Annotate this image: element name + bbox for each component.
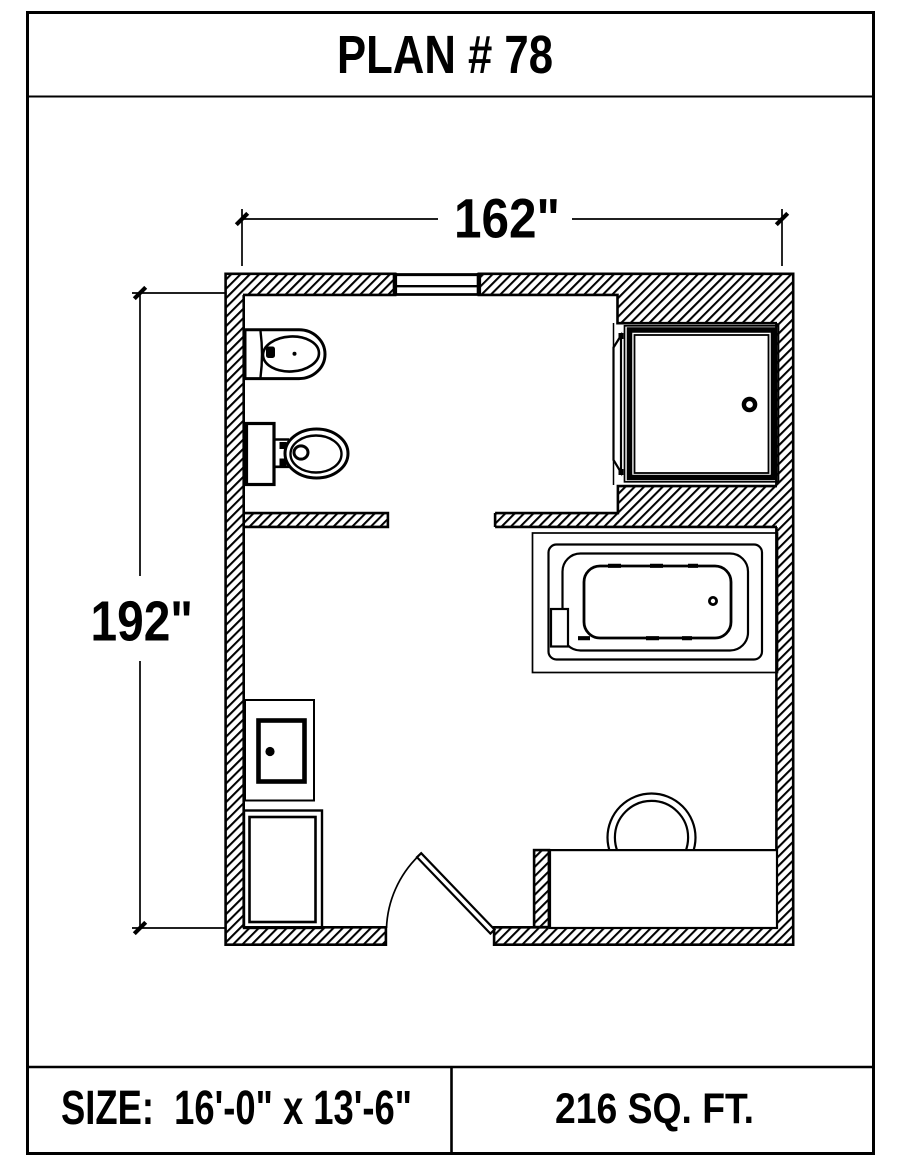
svg-text:162": 162" — [454, 187, 560, 250]
svg-text:PLAN # 78: PLAN # 78 — [337, 25, 553, 85]
svg-text:216 SQ. FT.: 216 SQ. FT. — [555, 1086, 754, 1133]
svg-text:192": 192" — [91, 590, 194, 654]
svg-text:SIZE: 16'-0" x 13'-6": SIZE: 16'-0" x 13'-6" — [61, 1082, 412, 1135]
